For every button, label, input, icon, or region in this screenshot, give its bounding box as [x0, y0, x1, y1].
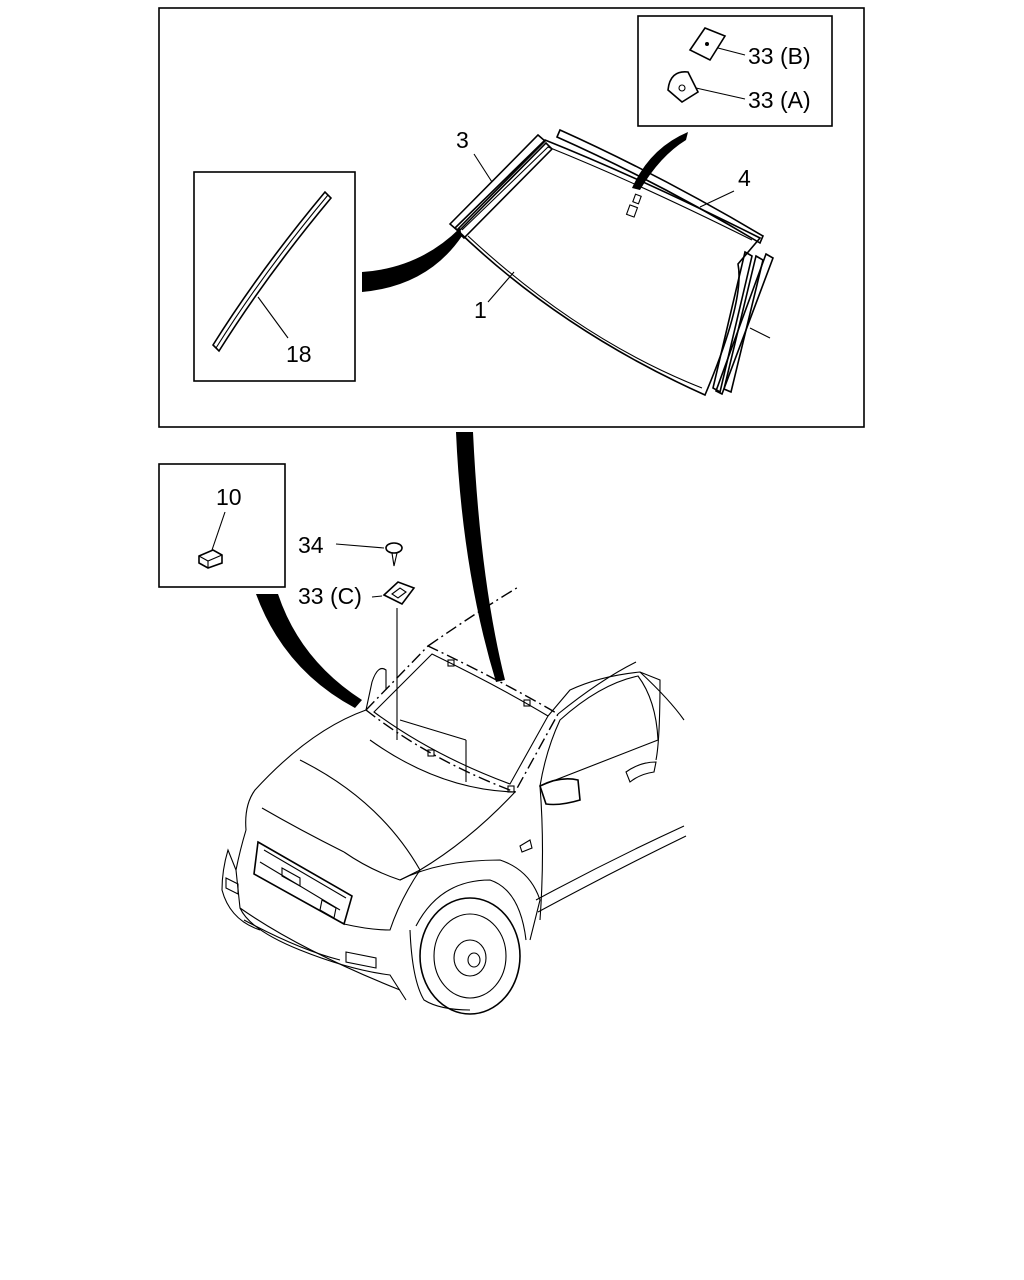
- label-clip-c: 33 (C): [298, 583, 362, 609]
- leader-18: [257, 296, 289, 339]
- arrow-dam-to-truck: [256, 594, 362, 708]
- leader-4: [699, 190, 735, 208]
- label-clip-b: 33 (B): [748, 43, 811, 69]
- arrow-clip-to-glass: [632, 132, 688, 190]
- label-clip-a: 33 (A): [748, 87, 811, 113]
- spacer-strip-part: [211, 190, 333, 353]
- leader-34: [335, 543, 385, 549]
- clip-c-part: [382, 581, 416, 606]
- label-dam-rubber: 10: [216, 484, 242, 510]
- side-molding-right: [712, 250, 774, 396]
- strip-inset-frame: [193, 171, 356, 382]
- arrow-detail-to-truck: [456, 432, 505, 682]
- mirror-mount: [625, 204, 639, 218]
- leader-1: [487, 271, 515, 303]
- leader-10: [211, 511, 226, 551]
- label-spacer-strip: 18: [286, 341, 312, 367]
- truck-illustration: [221, 585, 687, 1015]
- clip-b-part: [688, 27, 746, 62]
- label-screw: 34: [298, 532, 324, 558]
- dam-rubber-part: [198, 549, 223, 569]
- clip-a-part: [667, 71, 746, 103]
- mirror-mount-top: [632, 193, 642, 205]
- clip-inset-frame: [637, 15, 833, 127]
- label-windshield: 1: [474, 297, 487, 323]
- arrow-strip-to-glass: [362, 228, 462, 292]
- label-molding-left: 3: [456, 127, 469, 153]
- leader-3-left: [473, 153, 493, 183]
- screw-part: [385, 542, 403, 567]
- windshield-glass: [453, 139, 762, 397]
- top-molding: [555, 128, 765, 245]
- detail-frame: [158, 7, 865, 428]
- label-molding-top: 4: [738, 165, 751, 191]
- dam-inset-frame: [158, 463, 286, 588]
- leader-3-right: [749, 327, 771, 339]
- leader-33c: [371, 595, 383, 598]
